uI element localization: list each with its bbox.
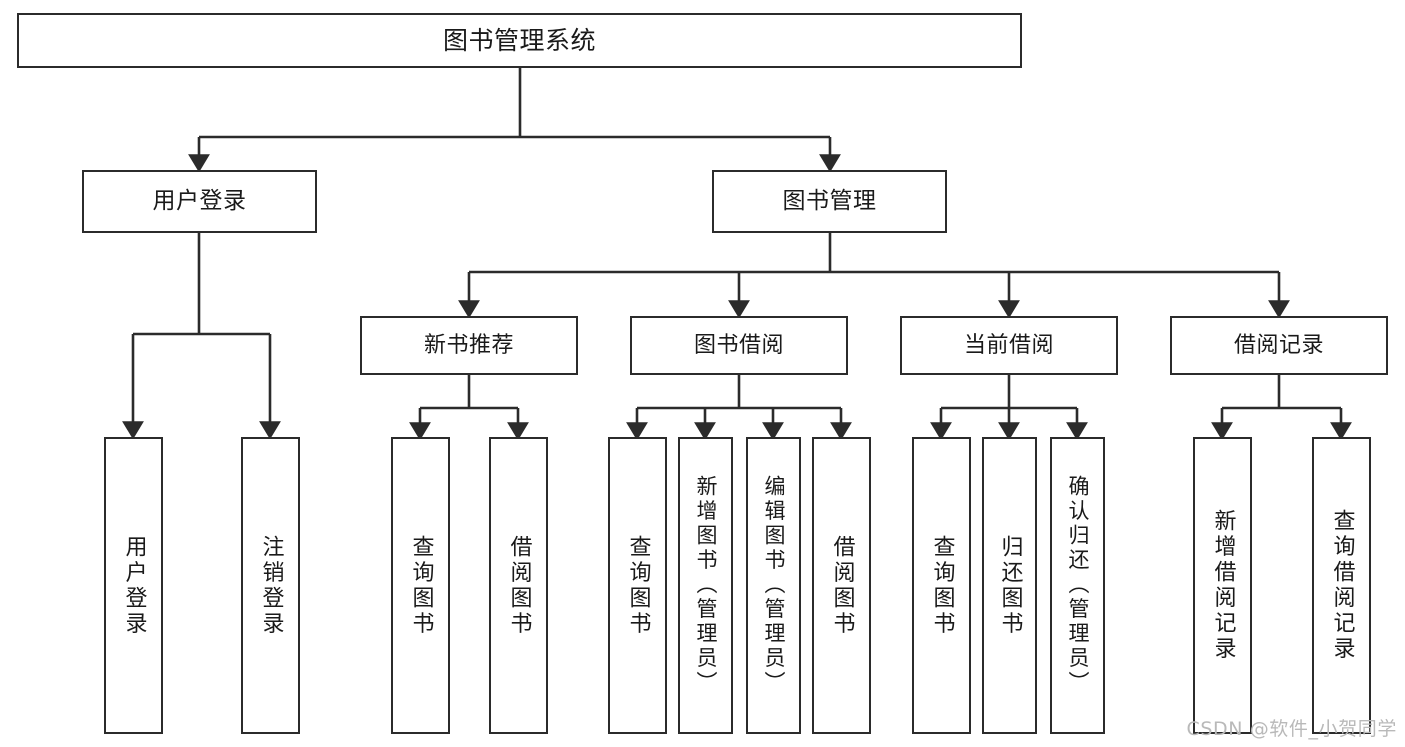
node-leaf-user-login-label: 用户登录 <box>121 534 147 637</box>
node-leaf-user-login[interactable]: 用户登录 <box>104 437 163 734</box>
node-leaf-add-book-label: 新增图书（管理员） <box>694 475 718 696</box>
node-leaf-query-book-2[interactable]: 查询图书 <box>608 437 667 734</box>
node-leaf-query-book-1[interactable]: 查询图书 <box>391 437 450 734</box>
node-book-borrow[interactable]: 图书借阅 <box>630 316 848 375</box>
node-user-login-label: 用户登录 <box>152 187 247 214</box>
node-leaf-confirm-return-label: 确认归还（管理员） <box>1066 475 1090 696</box>
node-borrow-record[interactable]: 借阅记录 <box>1170 316 1388 375</box>
node-leaf-edit-book[interactable]: 编辑图书（管理员） <box>746 437 801 734</box>
node-root[interactable]: 图书管理系统 <box>17 13 1022 68</box>
node-leaf-query-book-3-label: 查询图书 <box>929 534 955 637</box>
node-current-borrow-label: 当前借阅 <box>963 332 1054 358</box>
node-leaf-logout-login-label: 注销登录 <box>258 534 284 637</box>
node-leaf-return-book[interactable]: 归还图书 <box>982 437 1037 734</box>
node-leaf-borrow-book-1-label: 借阅图书 <box>506 534 532 637</box>
watermark-text: CSDN @软件_小贺同学 <box>1186 718 1397 740</box>
node-leaf-query-record[interactable]: 查询借阅记录 <box>1312 437 1371 734</box>
node-book-manage-label: 图书管理 <box>782 187 877 214</box>
node-current-borrow[interactable]: 当前借阅 <box>900 316 1118 375</box>
node-leaf-edit-book-label: 编辑图书（管理员） <box>762 475 786 696</box>
node-leaf-query-record-label: 查询借阅记录 <box>1329 509 1355 662</box>
node-new-book-recommend-label: 新书推荐 <box>423 332 514 358</box>
node-leaf-borrow-book-2-label: 借阅图书 <box>829 534 855 637</box>
node-leaf-confirm-return[interactable]: 确认归还（管理员） <box>1050 437 1105 734</box>
node-user-login[interactable]: 用户登录 <box>82 170 317 233</box>
node-leaf-logout-login[interactable]: 注销登录 <box>241 437 300 734</box>
node-leaf-add-record-label: 新增借阅记录 <box>1210 509 1236 662</box>
node-borrow-record-label: 借阅记录 <box>1233 332 1324 358</box>
node-leaf-query-book-2-label: 查询图书 <box>625 534 651 637</box>
node-leaf-borrow-book-1[interactable]: 借阅图书 <box>489 437 548 734</box>
node-leaf-query-book-1-label: 查询图书 <box>408 534 434 637</box>
node-leaf-borrow-book-2[interactable]: 借阅图书 <box>812 437 871 734</box>
node-book-manage[interactable]: 图书管理 <box>712 170 947 233</box>
node-new-book-recommend[interactable]: 新书推荐 <box>360 316 578 375</box>
node-root-label: 图书管理系统 <box>442 25 596 55</box>
node-leaf-return-book-label: 归还图书 <box>997 534 1023 637</box>
node-leaf-add-book[interactable]: 新增图书（管理员） <box>678 437 733 734</box>
node-leaf-add-record[interactable]: 新增借阅记录 <box>1193 437 1252 734</box>
node-leaf-query-book-3[interactable]: 查询图书 <box>912 437 971 734</box>
node-book-borrow-label: 图书借阅 <box>693 332 784 358</box>
